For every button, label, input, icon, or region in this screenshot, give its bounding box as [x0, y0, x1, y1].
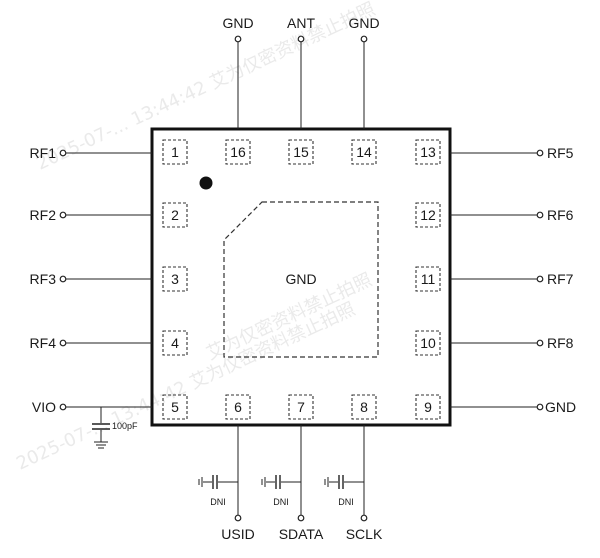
- dni-capacitor-usid: [198, 475, 238, 489]
- pin-box-12: [415, 202, 441, 228]
- dni-capacitor-sdata: [261, 475, 301, 489]
- net-label-ant: ANT: [287, 15, 315, 31]
- pin-number: 13: [420, 144, 436, 160]
- dni-capacitor-sclk: [324, 475, 364, 489]
- pin-number: 7: [297, 399, 305, 415]
- net-label-rf3: RF3: [30, 271, 57, 287]
- pin-number: 5: [171, 399, 179, 415]
- pin-number: 14: [356, 144, 372, 160]
- pin-number: 6: [234, 399, 242, 415]
- watermark-line: 2025-07-... 13:44:42 艾为仅密资料禁止拍照: [33, 0, 378, 175]
- terminal-vio: [59, 403, 67, 411]
- pin-box-14: [351, 139, 377, 165]
- terminal-rf4: [59, 339, 67, 347]
- pin1-marker: [199, 176, 213, 190]
- net-label-rf6: RF6: [547, 207, 574, 223]
- net-label-gnd-14: GND: [348, 15, 379, 31]
- terminal-rf7: [536, 275, 544, 283]
- terminal-rf3: [59, 275, 67, 283]
- vio-cap-value: 100pF: [112, 421, 138, 431]
- pin-box-2: [162, 202, 188, 228]
- terminal-rf6: [536, 211, 544, 219]
- pin-box-7: [288, 394, 314, 420]
- pin-box-16: [225, 139, 251, 165]
- pin-number: 3: [171, 271, 179, 287]
- pin-box-9: [415, 394, 441, 420]
- pin-box-4: [162, 330, 188, 356]
- pin-number: 10: [420, 335, 436, 351]
- vio-capacitor: [92, 407, 110, 449]
- net-label-rf7: RF7: [547, 271, 574, 287]
- net-label-rf1: RF1: [30, 145, 57, 161]
- terminal-rf1: [59, 149, 67, 157]
- terminal-sclk: [360, 514, 368, 522]
- net-label-vio: VIO: [32, 399, 56, 415]
- terminal-rf8: [536, 339, 544, 347]
- terminal-gnd-9: [536, 403, 544, 411]
- net-label-sclk: SCLK: [346, 526, 383, 542]
- pin-box-1: [162, 139, 188, 165]
- net-label-rf8: RF8: [547, 335, 574, 351]
- pin-box-15: [288, 139, 314, 165]
- watermark: 2025-07-... 13:44:42 艾为仅密资料禁止拍照 艾为仅密资料禁止…: [13, 0, 378, 475]
- dni-label: DNI: [338, 497, 354, 507]
- pin-number: 12: [420, 207, 436, 223]
- dni-label: DNI: [273, 497, 289, 507]
- pin-number: 9: [424, 399, 432, 415]
- net-label-rf2: RF2: [30, 207, 57, 223]
- net-label-rf5: RF5: [547, 145, 574, 161]
- terminal-sdata: [297, 514, 305, 522]
- terminal-gnd-16: [234, 35, 242, 43]
- pin-box-13: [415, 139, 441, 165]
- net-label-sdata: SDATA: [279, 526, 324, 542]
- pin-number: 2: [171, 207, 179, 223]
- pin-number: 15: [293, 144, 309, 160]
- pin-box-6: [225, 394, 251, 420]
- net-label-gnd-9: GND: [545, 399, 576, 415]
- terminal-usid: [234, 514, 242, 522]
- pin-box-3: [162, 266, 188, 292]
- pin-number: 16: [230, 144, 246, 160]
- pin-box-5: [162, 394, 188, 420]
- exposed-pad-label: GND: [285, 271, 316, 287]
- net-label-rf4: RF4: [30, 335, 57, 351]
- pin-number: 4: [171, 335, 179, 351]
- net-label-gnd-16: GND: [222, 15, 253, 31]
- pin-box-10: [415, 330, 441, 356]
- pin-number: 1: [171, 144, 179, 160]
- watermark-line: 2025-07-... 13:44:42 艾为仅密资料禁止拍照: [13, 299, 358, 475]
- dni-label: DNI: [210, 497, 226, 507]
- terminal-ant: [297, 35, 305, 43]
- pin-box-8: [351, 394, 377, 420]
- terminal-rf5: [536, 149, 544, 157]
- pin-number: 8: [360, 399, 368, 415]
- pin-box-11: [415, 266, 441, 292]
- terminal-gnd-14: [360, 35, 368, 43]
- net-label-usid: USID: [221, 526, 254, 542]
- exposed-pad: [223, 201, 379, 358]
- pin-number: 11: [421, 271, 436, 287]
- terminal-rf2: [59, 211, 67, 219]
